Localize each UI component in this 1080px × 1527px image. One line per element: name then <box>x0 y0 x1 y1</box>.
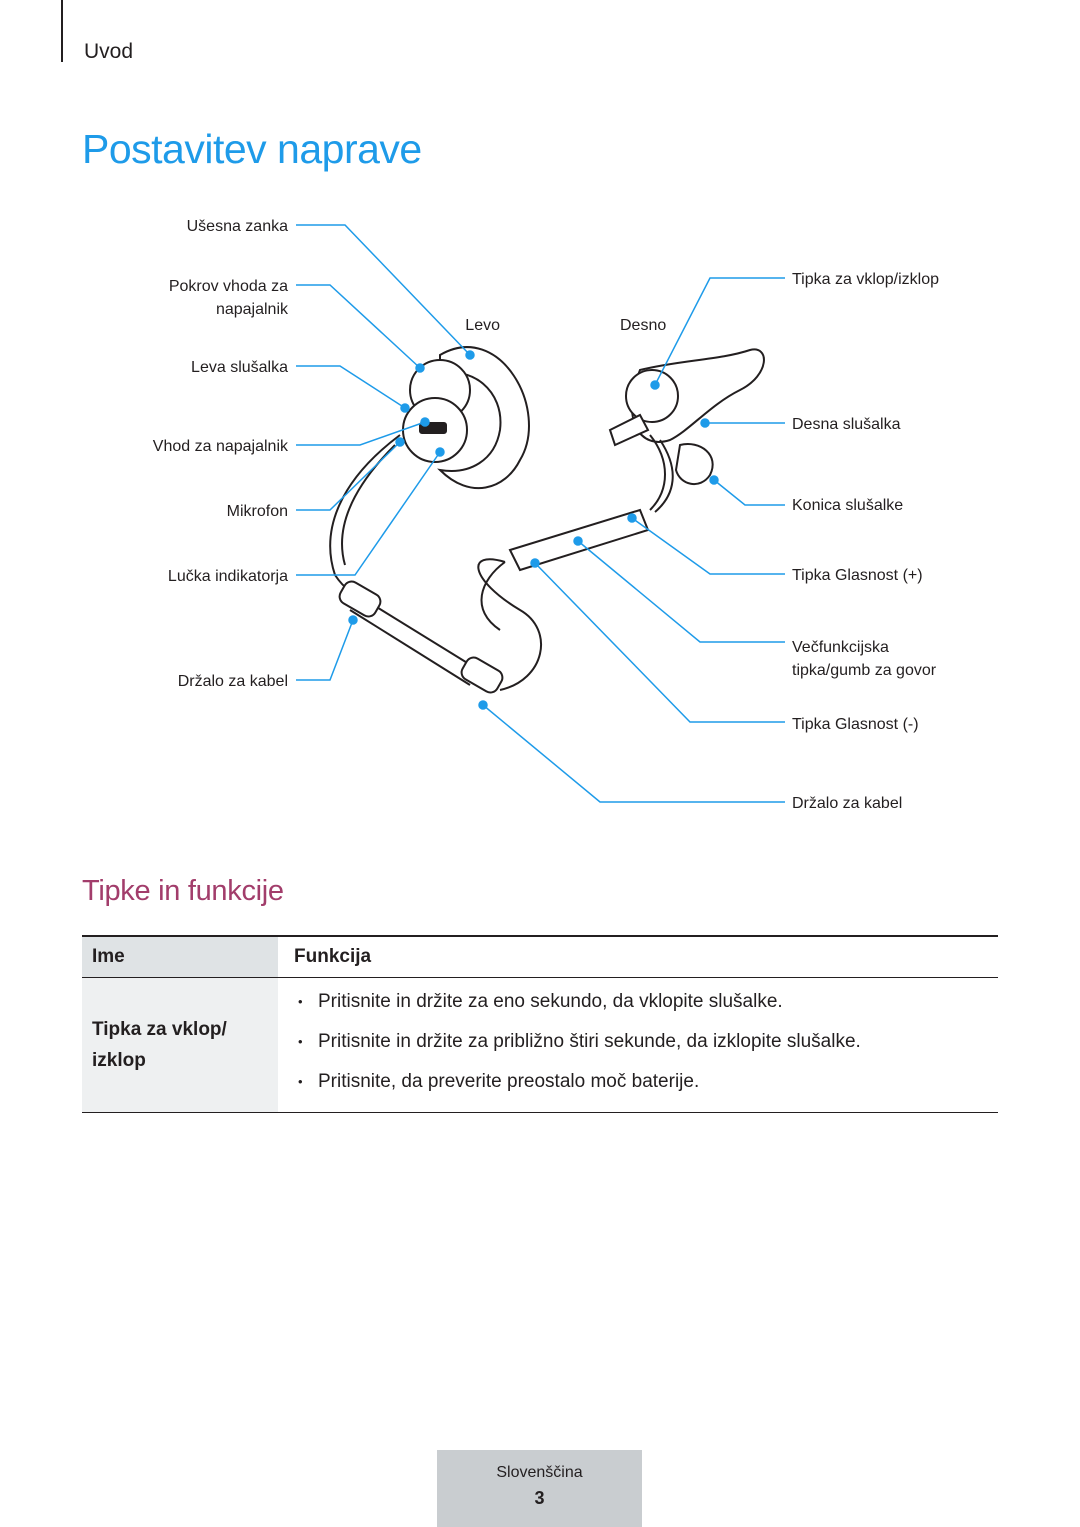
label-multifunction-line1: Večfunkcijska <box>792 639 889 656</box>
column-header-name: Ime <box>82 935 278 978</box>
label-volume-down: Tipka Glasnost (-) <box>792 716 919 733</box>
list-item: Pritisnite in držite za približno štiri … <box>294 1022 998 1062</box>
label-multifunction-line2: tipka/gumb za govor <box>792 662 937 679</box>
left-callout-labels: Ušesna zanka Pokrov vhoda za napajalnik … <box>153 218 289 690</box>
side-label-right: Desno <box>620 317 666 334</box>
label-charger-cover-line1: Pokrov vhoda za <box>169 278 288 295</box>
function-list: Pritisnite in držite za eno sekundo, da … <box>294 982 998 1102</box>
label-charger-cover-line2: napajalnik <box>216 301 289 318</box>
key-name-cell: Tipka za vklop/ izklop <box>82 977 278 1113</box>
footer-language: Slovenščina <box>496 1464 583 1481</box>
label-microphone: Mikrofon <box>227 503 288 520</box>
label-power-key: Tipka za vklop/izklop <box>792 271 939 288</box>
keys-table: Ime Funkcija Tipka za vklop/ izklop Prit… <box>82 935 998 1113</box>
label-cable-holder-left: Držalo za kabel <box>178 673 288 690</box>
list-item: Pritisnite, da preverite preostalo moč b… <box>294 1062 998 1102</box>
section-subtitle: Tipke in funkcije <box>82 875 284 907</box>
label-right-earbud: Desna slušalka <box>792 416 901 433</box>
key-name-line2: izklop <box>92 1050 146 1071</box>
section-name: Uvod <box>84 40 134 63</box>
headset-diagram: Levo Desno Ušesna zanka Pokrov vhoda za … <box>153 218 939 812</box>
page-title: Postavitev naprave <box>82 126 422 172</box>
label-indicator-light: Lučka indikatorja <box>168 568 288 585</box>
label-charger-port: Vhod za napajalnik <box>153 438 289 455</box>
list-item: Pritisnite in držite za eno sekundo, da … <box>294 982 998 1022</box>
key-function-cell: Pritisnite in držite za eno sekundo, da … <box>278 977 998 1113</box>
side-label-left: Levo <box>465 317 500 334</box>
column-header-function: Funkcija <box>278 935 998 978</box>
margin-rule <box>61 0 63 62</box>
label-volume-up: Tipka Glasnost (+) <box>792 567 923 584</box>
table-header-row: Ime Funkcija <box>82 935 998 978</box>
callout-lines <box>296 224 785 803</box>
key-name-line1: Tipka za vklop/ <box>92 1019 227 1040</box>
page-footer: Slovenščina 3 <box>437 1450 642 1527</box>
label-cable-holder-right: Držalo za kabel <box>792 795 902 812</box>
label-ear-tip: Konica slušalke <box>792 497 903 514</box>
left-earbud-illustration <box>329 346 543 694</box>
table-row: Tipka za vklop/ izklop Pritisnite in drž… <box>82 977 998 1113</box>
right-callout-labels: Tipka za vklop/izklop Desna slušalka Kon… <box>792 271 939 812</box>
page-number: 3 <box>534 1488 545 1508</box>
label-ear-hook: Ušesna zanka <box>187 218 288 235</box>
right-earbud-illustration <box>480 348 765 631</box>
label-left-earbud: Leva slušalka <box>191 359 288 376</box>
